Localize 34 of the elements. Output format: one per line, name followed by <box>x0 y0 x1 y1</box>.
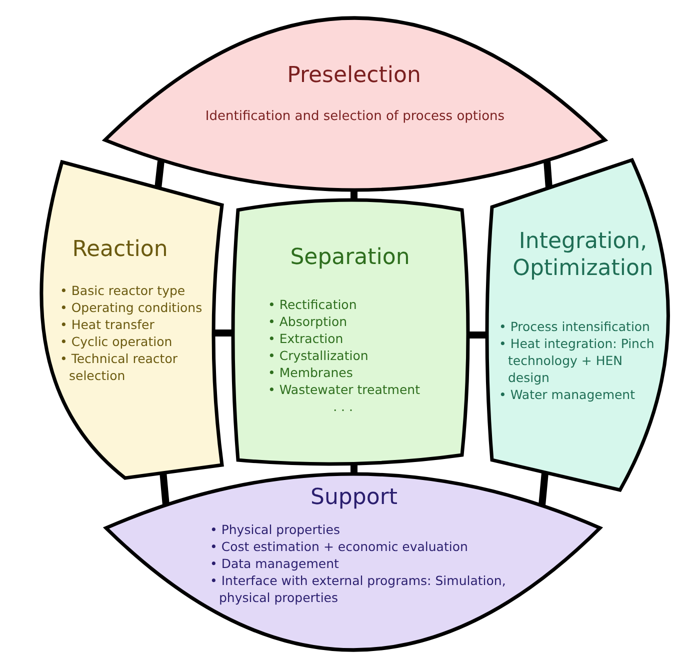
bullet-item: • Operating conditions <box>60 299 204 316</box>
segment-shape <box>483 156 673 494</box>
connector-bar <box>544 160 552 188</box>
bullet-item: • Heat transfer <box>60 316 156 333</box>
bullet-item: • Process intensification <box>499 318 651 335</box>
bullet-item: • Rectification <box>268 296 358 313</box>
bullet-item: • Technical reactor selection <box>60 350 178 384</box>
connector-bar <box>154 160 164 188</box>
bullet-item: • Water management <box>499 386 636 403</box>
bullet-item: • Basic reactor type <box>60 282 186 299</box>
bullet-item: • Membranes <box>268 364 354 381</box>
connector-bar <box>213 330 233 336</box>
segment-heading: Preselection <box>286 62 422 89</box>
bullet-item: • Physical properties <box>210 521 341 538</box>
segment-heading: Integration, Optimization <box>512 228 654 282</box>
bullet-item: • Heat integration: Pinch technology + HEN design <box>499 335 656 386</box>
bullet-item: • Interface with external programs: Simulation, physical properties <box>210 572 507 606</box>
connector-bar <box>468 332 488 338</box>
bullet-item: • Wastewater treatment <box>268 381 421 398</box>
connector-bar <box>350 464 358 474</box>
bullet-item: • Crystallization <box>268 347 370 364</box>
bullet-item: • Absorption <box>268 313 348 330</box>
description-text: Identification and selection of process options <box>204 108 506 125</box>
connector-bar <box>350 191 358 200</box>
ellipsis-text: . . . <box>332 398 354 415</box>
bullet-item: • Data management <box>210 555 340 572</box>
bullet-item: • Cyclic operation <box>60 333 174 350</box>
bullet-item: • Extraction <box>268 330 344 347</box>
segment-heading: Reaction <box>71 236 169 263</box>
bullet-item: • Cost estimation + economic evaluation <box>210 538 469 555</box>
segment-heading: Support <box>310 484 398 511</box>
segment-heading: Separation <box>289 244 411 271</box>
connector-bar <box>538 472 548 506</box>
connector-bar <box>160 472 170 506</box>
